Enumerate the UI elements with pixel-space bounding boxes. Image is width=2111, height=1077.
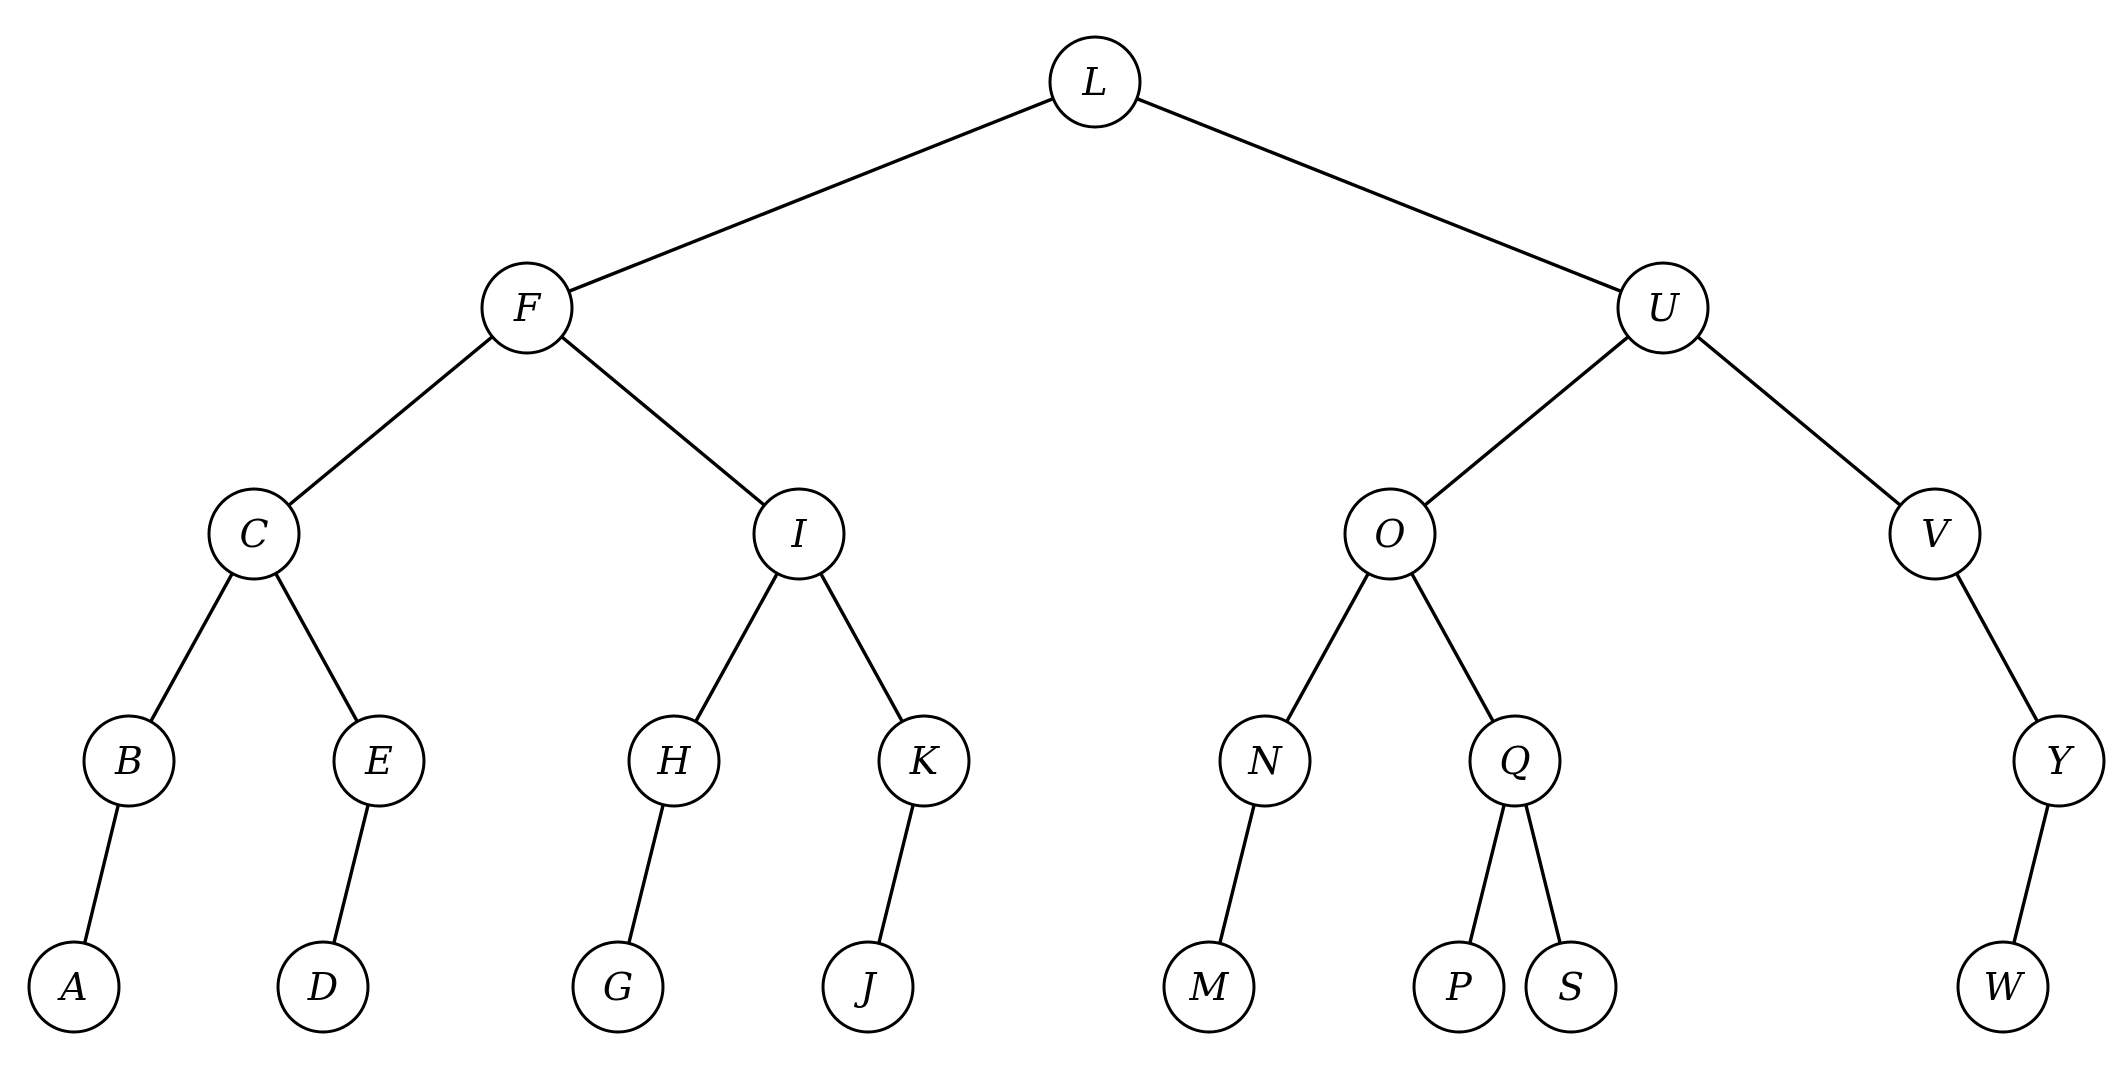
node-circle (1524, 940, 1618, 1034)
tree-node-j: J (821, 940, 915, 1034)
node-label: E (364, 739, 393, 783)
node-label: G (603, 965, 633, 1009)
node-circle (1616, 261, 1710, 355)
tree-node-u: U (1616, 261, 1710, 355)
node-label: P (1445, 965, 1473, 1009)
tree-edges (72, 80, 2061, 989)
tree-node-f: F (480, 261, 574, 355)
node-circle (2012, 714, 2106, 808)
tree-node-p: P (1412, 940, 1506, 1034)
tree-node-l: L (1048, 35, 1142, 129)
tree-node-d: D (276, 940, 370, 1034)
tree-nodes: L F U C I O V B E H K N Q Y A D G J M P S W (27, 35, 2106, 1034)
tree-node-i: I (752, 487, 846, 581)
node-circle (480, 261, 574, 355)
tree-node-v: V (1888, 487, 1982, 581)
edge-u-v (1661, 306, 1937, 536)
node-circle (332, 714, 426, 808)
node-label: K (909, 739, 941, 783)
node-label: M (1189, 965, 1230, 1009)
node-circle (27, 940, 121, 1034)
node-label: S (1558, 965, 1584, 1009)
node-label: N (1247, 739, 1283, 783)
tree-node-q: Q (1468, 714, 1562, 808)
tree-node-m: M (1162, 940, 1256, 1034)
tree-node-y: Y (2012, 714, 2106, 808)
node-circle (1956, 940, 2050, 1034)
node-label: Q (1499, 739, 1530, 783)
node-circle (1888, 487, 1982, 581)
edge-f-c (252, 306, 529, 536)
node-label: W (1983, 965, 2025, 1009)
node-circle (82, 714, 176, 808)
node-label: B (114, 739, 143, 783)
node-circle (627, 714, 721, 808)
node-circle (276, 940, 370, 1034)
tree-node-o: O (1343, 487, 1437, 581)
node-circle (752, 487, 846, 581)
node-label: U (1647, 286, 1681, 330)
node-label: I (790, 512, 807, 556)
node-circle (821, 940, 915, 1034)
node-label: O (1374, 512, 1405, 556)
tree-node-w: W (1956, 940, 2050, 1034)
node-label: D (307, 965, 338, 1009)
node-label: H (656, 739, 691, 783)
node-label: V (1921, 512, 1952, 556)
tree-node-n: N (1218, 714, 1312, 808)
edge-u-o (1388, 306, 1665, 536)
node-circle (877, 714, 971, 808)
node-circle (1343, 487, 1437, 581)
node-label: L (1081, 60, 1107, 104)
tree-node-h: H (627, 714, 721, 808)
node-circle (1162, 940, 1256, 1034)
node-label: A (57, 965, 87, 1009)
edge-l-f (525, 80, 1097, 310)
node-circle (571, 940, 665, 1034)
node-label: C (239, 512, 268, 556)
tree-node-b: B (82, 714, 176, 808)
edge-f-i (525, 306, 801, 536)
tree-node-c: C (207, 487, 301, 581)
node-circle (1048, 35, 1142, 129)
tree-node-s: S (1524, 940, 1618, 1034)
tree-node-k: K (877, 714, 971, 808)
node-circle (1412, 940, 1506, 1034)
node-circle (1218, 714, 1312, 808)
node-label: Y (2046, 739, 2075, 783)
tree-node-g: G (571, 940, 665, 1034)
tree-node-e: E (332, 714, 426, 808)
tree-node-a: A (27, 940, 121, 1034)
edge-l-u (1093, 80, 1665, 310)
node-label: F (513, 286, 542, 330)
node-circle (207, 487, 301, 581)
node-circle (1468, 714, 1562, 808)
